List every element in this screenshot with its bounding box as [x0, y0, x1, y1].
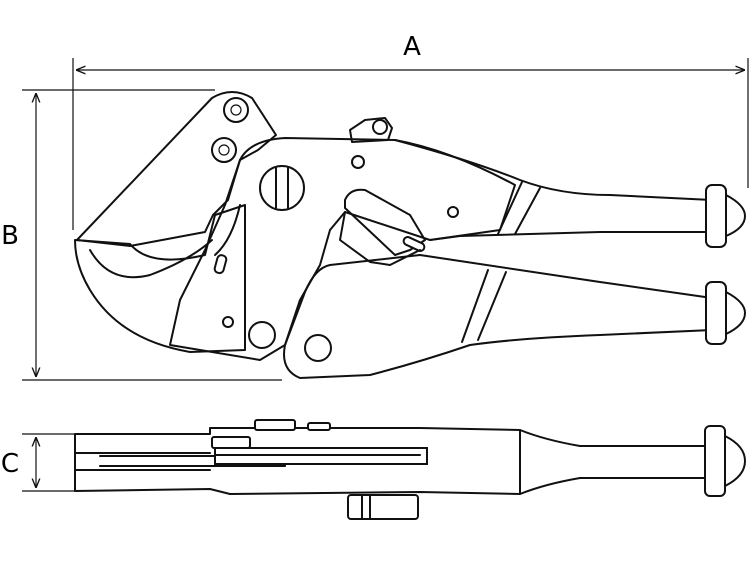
blade-arm-rivet-2-inner: [218, 144, 230, 156]
pipe-cutter-top-view: [74, 419, 746, 520]
body-edge-line: [214, 204, 241, 256]
dimension-c-label: C: [1, 449, 19, 479]
top-bolt-right: [307, 422, 331, 431]
plate-hole-3: [222, 316, 234, 328]
lower-handle-end-cap: [705, 281, 727, 345]
dimension-b-label: B: [1, 221, 19, 251]
lower-handle: [283, 254, 713, 379]
trigger-pin: [402, 236, 426, 252]
upper-handle: [394, 139, 713, 241]
top-bolt-left: [211, 436, 251, 449]
lower-handle-grip-line-1: [461, 269, 489, 343]
handle-rivet: [304, 334, 332, 362]
body-slot: [213, 254, 228, 275]
pipe-cutter-side-view: [74, 91, 746, 379]
blade-arm-rivet-2: [211, 137, 237, 163]
upper-handle-grip-line-1: [497, 181, 523, 235]
lock-lever: [349, 117, 393, 143]
lower-handle-grip-line-2: [477, 271, 507, 341]
top-bolt-center: [254, 419, 296, 431]
lock-lever-pin: [372, 119, 388, 135]
lower-handle-cap-tip: [725, 291, 746, 335]
ratchet-trigger: [344, 188, 426, 256]
blade-arm-rivet-1: [223, 97, 249, 123]
plate-hole-1: [351, 155, 365, 169]
top-view-end-cap: [704, 425, 726, 497]
top-view-end-cap-tip: [724, 435, 746, 487]
jaw-inner-curve: [89, 239, 213, 279]
upper-handle-end-cap: [705, 184, 727, 248]
dimension-a: A: [72, 32, 749, 230]
dimension-a-label: A: [403, 32, 421, 62]
lower-rivet: [248, 321, 276, 349]
blade-arm-rivet-1-inner: [230, 104, 242, 116]
blade-arm: [76, 91, 277, 247]
trigger-knob: [347, 494, 419, 520]
lower-jaw: [74, 204, 246, 353]
upper-handle-grip-line-2: [514, 187, 541, 235]
ratchet-linkage: [339, 211, 421, 266]
pivot-screw: [259, 165, 305, 211]
upper-handle-cap-tip: [725, 194, 746, 237]
plate-hole-2: [447, 206, 459, 218]
dimension-c: C: [1, 433, 75, 492]
dimension-b: B: [1, 89, 282, 381]
